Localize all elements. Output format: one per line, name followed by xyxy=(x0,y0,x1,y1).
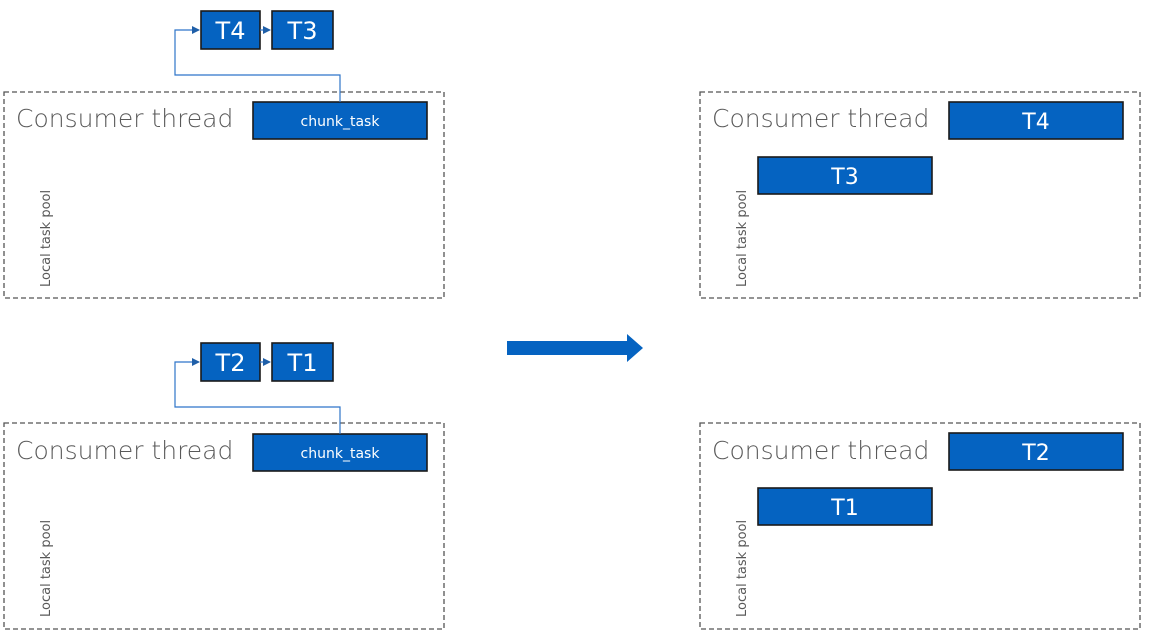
left-panel-bottom: Consumer thread Local task pool chunk_ta… xyxy=(3,342,445,630)
chunk-task-box: chunk_task xyxy=(252,101,428,140)
queued-task-t3: T3 xyxy=(271,10,334,50)
chunk-task-box: chunk_task xyxy=(252,433,428,472)
task-label: T2 xyxy=(1021,441,1049,466)
link-connector xyxy=(174,358,341,434)
chunk-task-label: chunk_task xyxy=(301,114,381,130)
right-panel-top: Consumer thread Local task pool T4 T3 xyxy=(699,91,1141,299)
local-task-pool-label: Local task pool xyxy=(735,190,750,287)
task-label: T4 xyxy=(1021,110,1049,135)
link-connector xyxy=(174,26,341,102)
running-task-t4: T4 xyxy=(948,101,1124,140)
running-task-t2: T2 xyxy=(948,432,1124,471)
left-panel-top: Consumer thread Local task pool chunk_ta… xyxy=(3,10,445,299)
task-label: T3 xyxy=(287,17,318,45)
right-arrow-icon xyxy=(507,334,643,362)
panel-frame xyxy=(699,91,1141,299)
local-task-pool-label: Local task pool xyxy=(39,190,54,287)
local-task-pool-label: Local task pool xyxy=(735,520,750,617)
panel-title: Consumer thread xyxy=(16,104,233,133)
queued-task-t2: T2 xyxy=(200,342,261,382)
task-label: T4 xyxy=(215,17,246,45)
right-panel-bottom: Consumer thread Local task pool T2 T1 xyxy=(699,422,1141,630)
local-task-pool-label: Local task pool xyxy=(39,520,54,617)
panel-title: Consumer thread xyxy=(16,436,233,465)
task-label: T2 xyxy=(215,349,246,377)
panel-frame xyxy=(3,91,445,299)
panel-title: Consumer thread xyxy=(712,436,929,465)
task-label: T3 xyxy=(830,165,858,190)
queued-task-t4: T4 xyxy=(200,10,261,50)
task-label: T1 xyxy=(830,496,858,521)
chunk-task-label: chunk_task xyxy=(301,446,381,462)
task-label: T1 xyxy=(287,349,318,377)
queued-task-t1: T1 xyxy=(271,342,334,382)
panel-title: Consumer thread xyxy=(712,104,929,133)
panel-frame xyxy=(3,422,445,630)
panel-frame xyxy=(699,422,1141,630)
pooled-task-t3: T3 xyxy=(757,156,933,195)
pooled-task-t1: T1 xyxy=(757,487,933,526)
